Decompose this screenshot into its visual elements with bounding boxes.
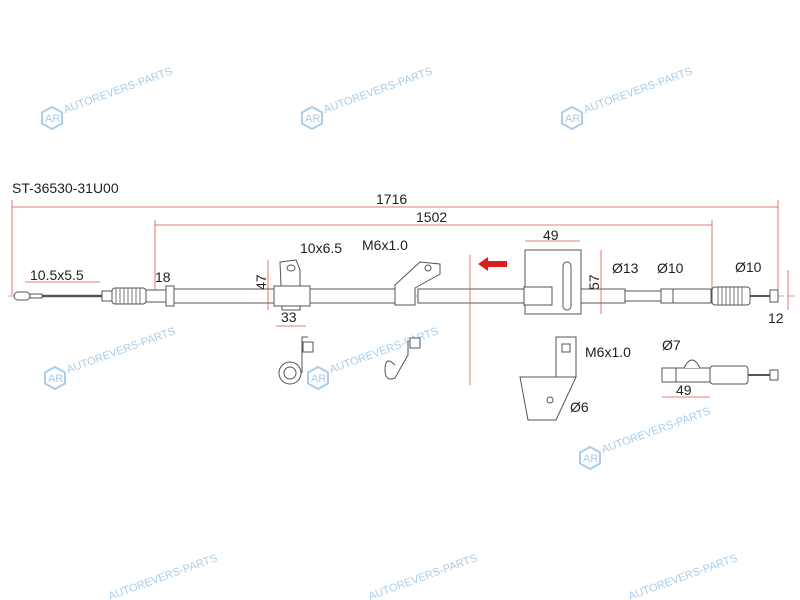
part-number: ST-36530-31U00 xyxy=(12,180,119,196)
dim-end-eye: 10.5x5.5 xyxy=(30,267,84,283)
svg-text:AUTOREVERS-PARTS: AUTOREVERS-PARTS xyxy=(328,325,440,376)
bracket-3 xyxy=(523,249,582,315)
dim-overall-length: 1716 xyxy=(376,191,407,207)
svg-text:AR: AR xyxy=(311,373,326,385)
dim-boot-length: 18 xyxy=(155,269,171,285)
dim-detail-hole: Ø6 xyxy=(570,399,589,415)
svg-text:AR: AR xyxy=(305,113,320,125)
svg-text:AUTOREVERS-PARTS: AUTOREVERS-PARTS xyxy=(62,65,174,116)
dim-bracket1-width: 33 xyxy=(281,309,297,325)
dim-bracket2-thread: M6x1.0 xyxy=(362,237,408,253)
direction-arrow-icon xyxy=(478,257,507,271)
svg-text:AUTOREVERS-PARTS: AUTOREVERS-PARTS xyxy=(600,405,712,456)
dim-detail-length: 49 xyxy=(676,382,692,398)
clip-detail-2 xyxy=(384,337,421,380)
boot xyxy=(111,287,147,305)
svg-text:AR: AR xyxy=(583,453,598,465)
dim-end-length: 12 xyxy=(768,310,784,326)
dim-bracket1-height: 47 xyxy=(253,274,269,290)
svg-text:AR: AR xyxy=(565,113,580,125)
svg-text:AR: AR xyxy=(48,373,63,385)
watermark-text: AUTOREVERS-PARTS xyxy=(627,552,739,600)
end-detail xyxy=(661,359,779,385)
dim-bracket3-height: 57 xyxy=(586,274,602,290)
bracket-detail xyxy=(519,336,577,421)
dim-detail-hole2: Ø7 xyxy=(662,337,681,353)
svg-text:AR: AR xyxy=(45,113,60,125)
dim-ferrule-diameter: Ø10 xyxy=(657,260,684,276)
watermark-text: AUTOREVERS-PARTS xyxy=(367,552,479,600)
dim-sheath-length: 1502 xyxy=(416,209,447,225)
clip-detail-1 xyxy=(278,336,314,385)
dim-bracket3-width: 49 xyxy=(543,227,559,243)
bracket-2 xyxy=(394,261,441,306)
dim-bracket1-hole: 10x6.5 xyxy=(300,240,342,256)
dim-end-diameter: Ø10 xyxy=(735,259,762,275)
svg-text:AUTOREVERS-PARTS: AUTOREVERS-PARTS xyxy=(322,65,434,116)
svg-text:AUTOREVERS-PARTS: AUTOREVERS-PARTS xyxy=(65,325,177,376)
dim-detail-thread: M6x1.0 xyxy=(585,344,631,360)
dim-sheath-diameter: Ø13 xyxy=(612,260,639,276)
svg-text:AUTOREVERS-PARTS: AUTOREVERS-PARTS xyxy=(582,65,694,116)
watermark-text: AUTOREVERS-PARTS xyxy=(107,552,219,600)
bracket-1 xyxy=(273,259,311,311)
